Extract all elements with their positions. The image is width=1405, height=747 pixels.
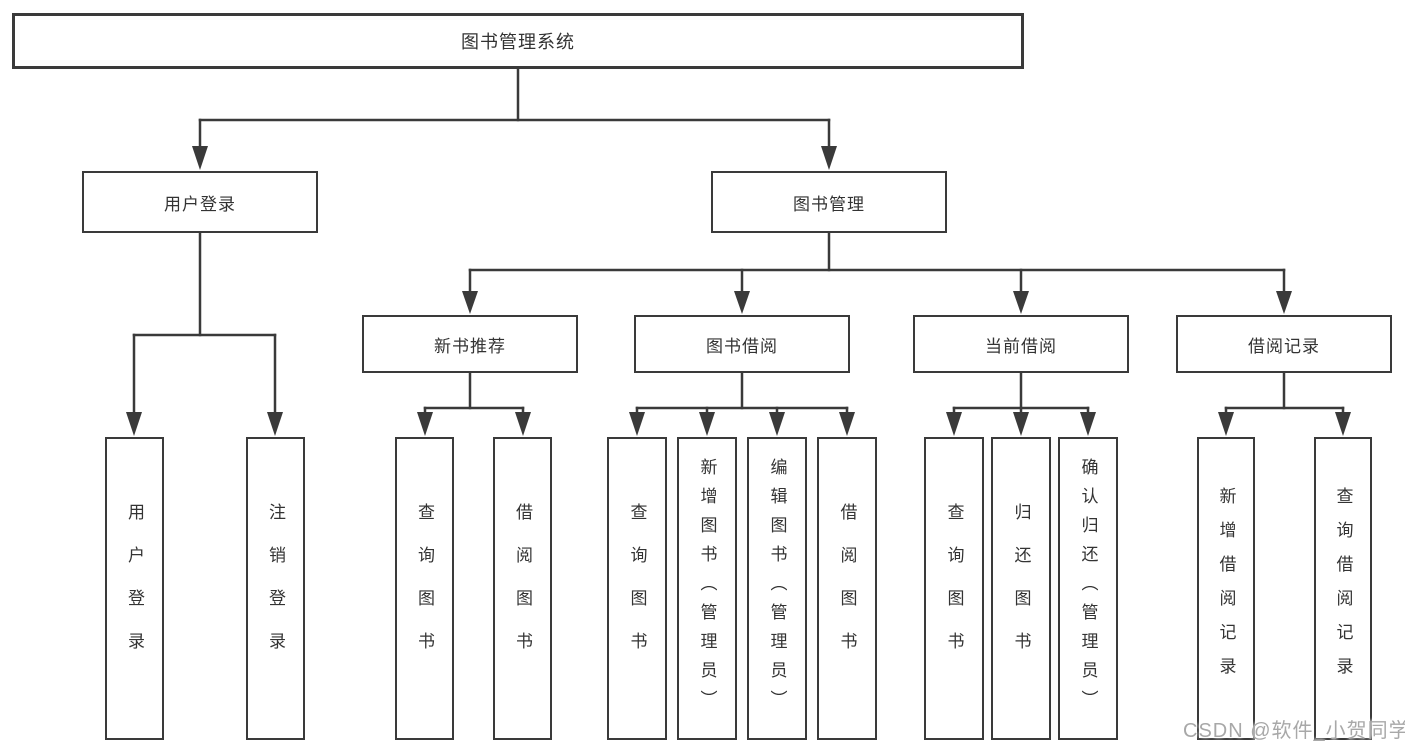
leaf-confirm-return-admin: 确认归还（管理员） (1058, 437, 1118, 740)
node-user-login: 用户登录 (82, 171, 318, 233)
leaf-borrow-books-recommend: 借阅图书 (493, 437, 552, 740)
csdn-watermark: CSDN @软件_小贺同学 (1183, 720, 1405, 742)
node-new-book-recommendation: 新书推荐 (362, 315, 578, 373)
leaf-return-books: 归还图书 (991, 437, 1051, 740)
leaf-query-books-borrowing: 查询图书 (607, 437, 667, 740)
node-current-borrowing: 当前借阅 (913, 315, 1129, 373)
node-book-management-system: 图书管理系统 (12, 13, 1024, 69)
node-book-borrowing: 图书借阅 (634, 315, 850, 373)
leaf-query-borrow-record: 查询借阅记录 (1314, 437, 1372, 740)
leaf-user-login: 用户登录 (105, 437, 164, 740)
leaf-edit-books-admin: 编辑图书（管理员） (747, 437, 807, 740)
leaf-add-borrow-record: 新增借阅记录 (1197, 437, 1255, 740)
leaf-add-books-admin: 新增图书（管理员） (677, 437, 737, 740)
leaf-logout: 注销登录 (246, 437, 305, 740)
leaf-borrow-books-borrowing: 借阅图书 (817, 437, 877, 740)
node-book-management: 图书管理 (711, 171, 947, 233)
leaf-query-books-current: 查询图书 (924, 437, 984, 740)
leaf-query-books-recommend: 查询图书 (395, 437, 454, 740)
node-borrowing-records: 借阅记录 (1176, 315, 1392, 373)
